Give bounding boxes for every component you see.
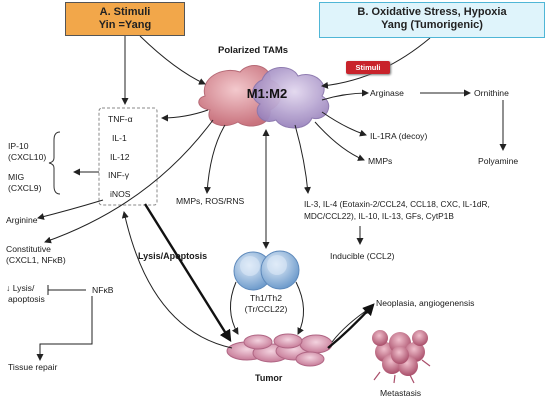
arginase-label: Arginase (370, 88, 404, 98)
th1-th2-label: Th1/Th2 (249, 293, 282, 303)
cytokine-tnfa: TNF-α (108, 114, 133, 124)
nfkb-label: NFκB (92, 285, 114, 295)
box-a-subtitle: Yin =Yang (98, 19, 152, 31)
tumor-label: Tumor (255, 373, 283, 383)
tam-m2-cell (252, 67, 330, 129)
constitutive-label: Constitutive (6, 244, 51, 254)
lysis-apoptosis-label: Lysis/Apoptosis (138, 251, 208, 261)
cytokine-infg: INF-γ (108, 170, 130, 180)
neoplasia-label: Neoplasia, angiogenensis (376, 298, 475, 308)
lysis-label: ↓ Lysis/ (6, 283, 34, 293)
m1m2-label: M1:M2 (246, 86, 288, 101)
metastasis-label: Metastasis (380, 388, 422, 398)
box-b-subtitle: Yang (Tumorigenic) (381, 19, 483, 31)
inducible-label: Inducible (CCL2) (330, 251, 395, 261)
stimuli-box: A. Stimuli Yin =Yang (65, 2, 185, 36)
il-list-line2: MDC/CCL22), IL-10, IL-13, GFs, CytP1B (304, 211, 454, 221)
lysis-text: Lysis/ (12, 283, 35, 293)
il1ra-label: IL-1RA (decoy) (370, 131, 428, 141)
tissue-repair-label: Tissue repair (8, 362, 58, 372)
box-b-title: B. Oxidative Stress, Hypoxia (357, 6, 507, 18)
bold-arrows (143, 203, 375, 349)
polarized-tams-label: Polarized TAMs (218, 45, 289, 56)
cxcl10-label: (CXCL10) (8, 152, 47, 162)
mmps-ros-label: MMPs, ROS/RNS (176, 196, 245, 206)
tumor-cells (226, 333, 333, 367)
cytokine-inos: iNOS (110, 189, 131, 199)
oxidative-stress-box: B. Oxidative Stress, Hypoxia Yang (Tumor… (319, 2, 545, 38)
ip10-label: IP-10 (8, 141, 29, 151)
metastasis-cluster (372, 330, 431, 384)
tr-ccl22-label: (Tr/CCL22) (244, 304, 288, 314)
stimuli-tag: Stimuli (346, 61, 390, 74)
box-a-title: A. Stimuli (99, 6, 151, 18)
mmps-right-label: MMPs (368, 156, 393, 166)
cxcl9-label: (CXCL9) (8, 183, 42, 193)
cytokine-il12: IL-12 (110, 152, 130, 162)
polyamine-label: Polyamine (478, 156, 519, 166)
mig-label: MIG (8, 172, 25, 182)
cytokine-il1: IL-1 (112, 133, 127, 143)
cytokine-box (98, 107, 158, 206)
connector-arrows (36, 35, 507, 361)
chemokine-brace (48, 131, 61, 195)
lymphocyte-cells (233, 250, 300, 291)
cxcl1-label: (CXCL1, NFκB) (6, 255, 66, 265)
down-arrow-icon: ↓ (6, 283, 11, 293)
apoptosis-label: apoptosis (8, 294, 45, 304)
il-list-line1: IL-3, IL-4 (Eotaxin-2/CCL24, CCL18, CXC,… (304, 199, 490, 209)
ornithine-label: Ornithine (474, 88, 509, 98)
arginine-label: Arginine (6, 215, 38, 225)
